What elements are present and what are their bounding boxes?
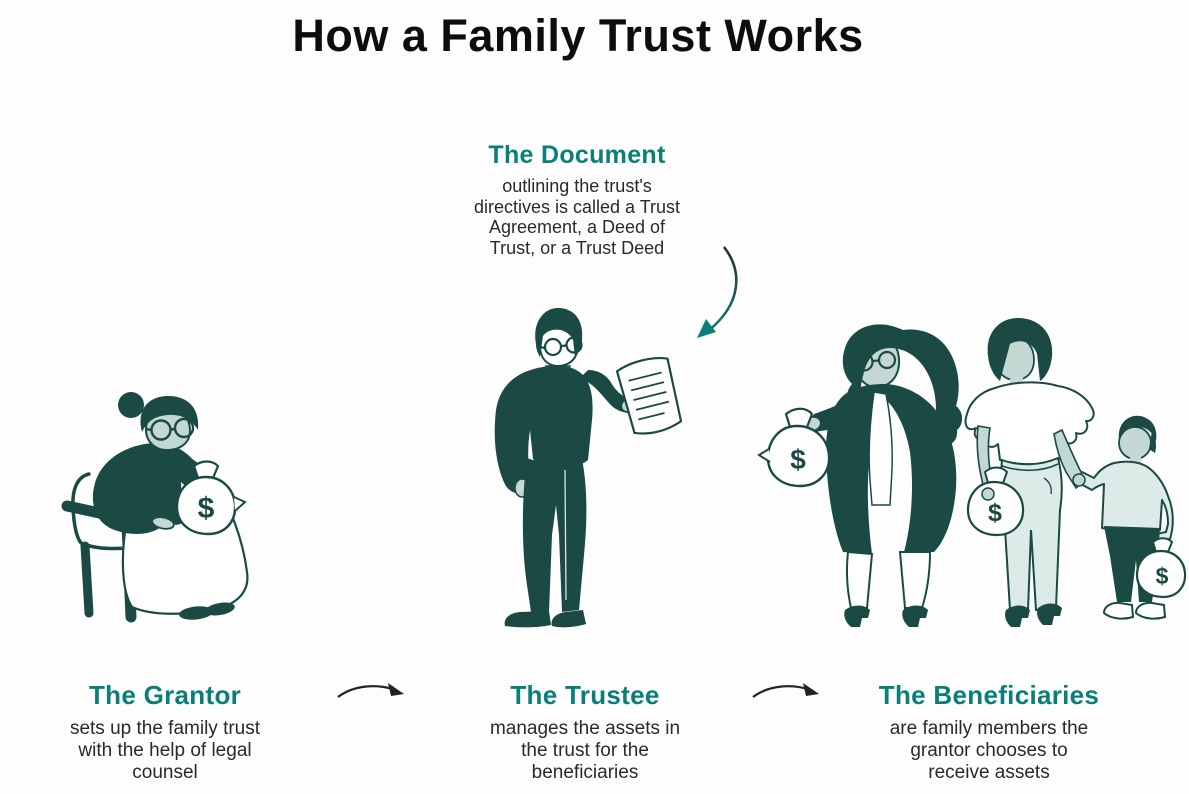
document-note-line: Trust, or a Trust Deed	[489, 237, 665, 258]
trustee-description-line: manages the assets in	[489, 718, 681, 739]
beneficiaries-description-line: grantor chooses to	[910, 740, 1068, 761]
trustee-label-block: The Trustee manages the assets in the tr…	[435, 680, 735, 784]
trustee-to-beneficiaries-arrow	[752, 683, 819, 698]
grantor-label-block: The Grantor sets up the family trust wit…	[15, 680, 315, 784]
grantor-heading: The Grantor	[88, 680, 242, 710]
grantor-description-line: counsel	[132, 762, 198, 783]
document-note: The Document outlining the trust's direc…	[400, 141, 754, 258]
beneficiaries-description-line: are family members the	[889, 718, 1089, 739]
document-arrow	[697, 246, 738, 338]
grantor-hair-bun	[118, 392, 144, 418]
trustee-description-line: beneficiaries	[531, 762, 639, 783]
grantor-description-line: sets up the family trust	[69, 718, 261, 739]
dollar-sign: $	[198, 492, 215, 525]
dollar-sign: $	[790, 444, 806, 475]
dollar-sign: $	[1156, 563, 1169, 589]
beneficiary-child: $	[1072, 415, 1187, 620]
document-note-line: directives is called a Trust	[473, 196, 681, 217]
money-bag-icon: $	[757, 407, 831, 488]
document-note-line: Agreement, a Deed of	[488, 217, 666, 237]
grantor-figure: $	[61, 392, 249, 623]
trust-document-icon	[615, 357, 683, 435]
beneficiary-glasses-icon	[854, 350, 897, 372]
grantor-hair	[140, 396, 199, 432]
money-bag-icon: $	[1135, 537, 1187, 599]
trustee-trousers	[522, 455, 587, 612]
trustee-glasses-icon	[539, 336, 583, 357]
beneficiaries-description-line: receive assets	[928, 762, 1050, 783]
trustee-hair	[535, 308, 583, 357]
dollar-sign: $	[988, 499, 1002, 527]
trustee-description-line: the trust for the	[521, 740, 649, 761]
money-bag-icon: $	[175, 460, 247, 536]
grantor-description-line: with the help of legal	[78, 740, 252, 761]
document-note-heading: The Document	[488, 141, 666, 169]
grantor-glasses-icon	[145, 417, 195, 441]
page-title: How a Family Trust Works	[292, 10, 864, 61]
grantor-to-trustee-arrow	[337, 683, 404, 698]
beneficiaries-figure: $	[757, 318, 1187, 627]
beneficiary-woman-1: $	[757, 324, 963, 627]
beneficiaries-label-block: The Beneficiaries are family members the…	[839, 680, 1139, 784]
trustee-heading: The Trustee	[510, 680, 660, 710]
beneficiaries-heading: The Beneficiaries	[878, 680, 1100, 710]
trustee-figure	[494, 308, 683, 628]
beneficiary-woman-2: $	[964, 318, 1095, 627]
document-note-line: outlining the trust's	[502, 176, 652, 196]
